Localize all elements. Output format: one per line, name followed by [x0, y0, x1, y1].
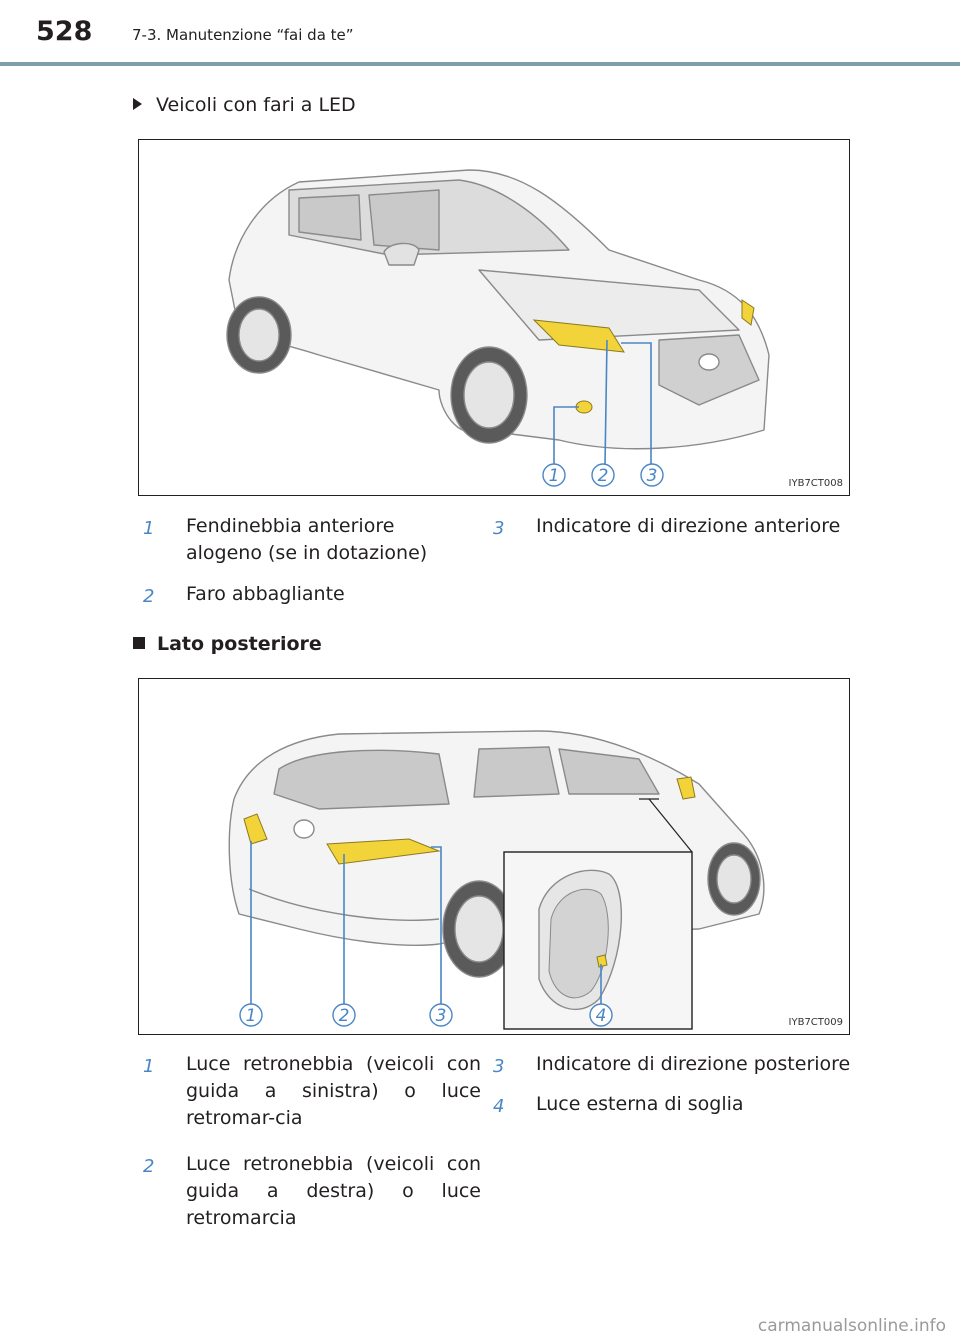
callout-marker: [589, 1003, 613, 1027]
legend-text: Fendinebbia anteriore alogeno (se in dot…: [186, 515, 428, 564]
headlight-lamp: [532, 319, 625, 353]
section-title: 7-3. Manutenzione “fai da te”: [132, 26, 354, 44]
front-car-illustration: 1 2 3 IYB7CT008: [138, 139, 850, 496]
legend-number: 3: [493, 518, 505, 539]
header-rule: [0, 62, 960, 66]
square-bullet-icon: [133, 637, 145, 649]
legend-item: 2 Faro abbagliante: [143, 581, 473, 611]
rear-car-illustration: 1 2 3 4 IYB7CT009: [138, 678, 850, 1035]
callout-label: 1: [246, 1006, 257, 1026]
figure-code: IYB7CT008: [788, 478, 843, 489]
subheading-text: Veicoli con fari a LED: [156, 94, 356, 116]
legend-item: 1 Fendinebbia anteriore alogeno (se in d…: [143, 513, 473, 571]
legend-text: Luce retronebbia (veicoli con guida a de…: [186, 1153, 481, 1229]
legend-item: 1 Luce retronebbia (veicoli con guida a …: [143, 1051, 481, 1141]
puddle-lamp: [596, 954, 608, 968]
page-header: 528 7-3. Manutenzione “fai da te”: [36, 14, 960, 54]
legend-text: Faro abbagliante: [186, 583, 345, 605]
figure-code: IYB7CT009: [788, 1017, 843, 1028]
page-number: 528: [36, 16, 93, 47]
legend-item: 4 Luce esterna di soglia: [493, 1091, 843, 1121]
side-signal-lamp: [741, 299, 755, 326]
legend-text: Indicatore di direzione anteriore: [536, 515, 841, 537]
legend-number: 2: [143, 586, 155, 607]
callout-label: 3: [436, 1006, 447, 1026]
callout-marker: [640, 463, 664, 487]
legend-item: 3 Indicatore di direzione posteriore: [493, 1051, 851, 1081]
rear-lamp-left: [243, 813, 268, 845]
callout-marker: [239, 1003, 263, 1027]
legend-item: 3 Indicatore di direzione anteriore: [493, 513, 843, 543]
callout-label: 3: [647, 466, 658, 486]
legend-number: 1: [143, 1056, 155, 1077]
subheading: Veicoli con fari a LED: [133, 94, 356, 116]
callout-label: 4: [596, 1006, 607, 1026]
watermark: carmanualsonline.info: [757, 1316, 946, 1336]
section-heading: Lato posteriore: [133, 633, 322, 655]
legend-item: 2 Luce retronebbia (veicoli con guida a …: [143, 1151, 481, 1229]
callout-label: 1: [549, 466, 560, 486]
legend-text: Luce esterna di soglia: [536, 1093, 744, 1115]
legend-text: Indicatore di direzione posteriore: [536, 1053, 851, 1075]
legend-text: Luce retronebbia (veicoli con guida a si…: [186, 1053, 481, 1129]
callout-marker: [332, 1003, 356, 1027]
rear-lamp-right: [326, 838, 441, 865]
legend-number: 2: [143, 1156, 155, 1177]
arrow-bullet-icon: [133, 98, 142, 110]
legend-number: 3: [493, 1056, 505, 1077]
legend-number: 4: [493, 1096, 505, 1117]
callout-marker: [591, 463, 615, 487]
section-heading-text: Lato posteriore: [157, 633, 322, 655]
callout-label: 2: [598, 466, 609, 486]
callout-label: 2: [339, 1006, 350, 1026]
mirror-signal-lamp: [676, 776, 696, 800]
callout-marker: [542, 463, 566, 487]
callout-marker: [429, 1003, 453, 1027]
legend-number: 1: [143, 518, 155, 539]
